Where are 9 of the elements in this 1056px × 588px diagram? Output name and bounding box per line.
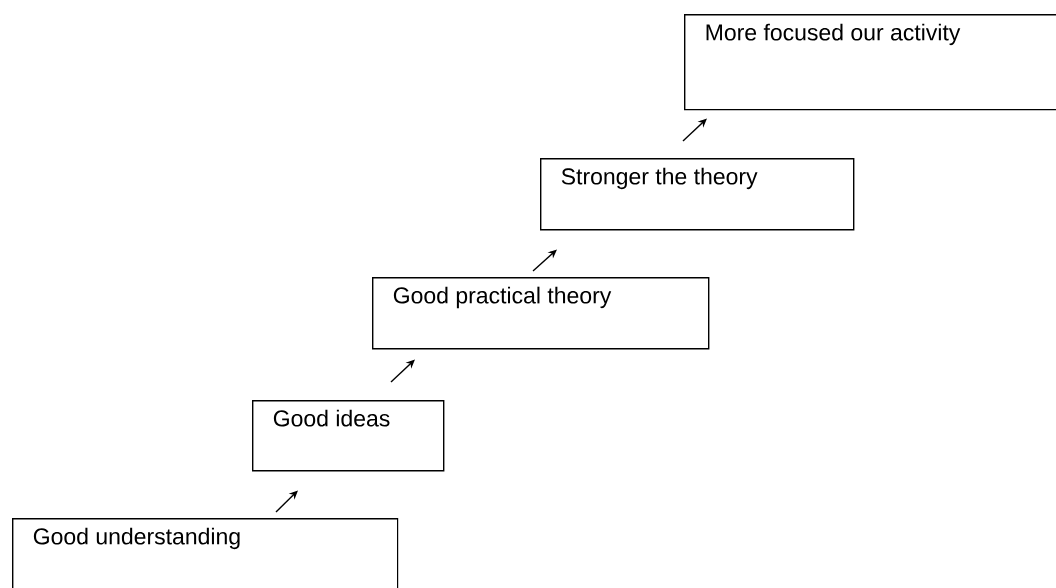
arrow [682,118,707,142]
text-box: Stronger the theory [540,158,855,231]
arrow [390,359,415,383]
text-box: More focused our activity [684,14,1056,111]
arrow [532,249,557,272]
text-box: Good understanding [12,518,399,588]
text-box: Good ideas [252,400,445,472]
arrow [275,490,298,513]
text-box: Good practical theory [372,277,710,350]
